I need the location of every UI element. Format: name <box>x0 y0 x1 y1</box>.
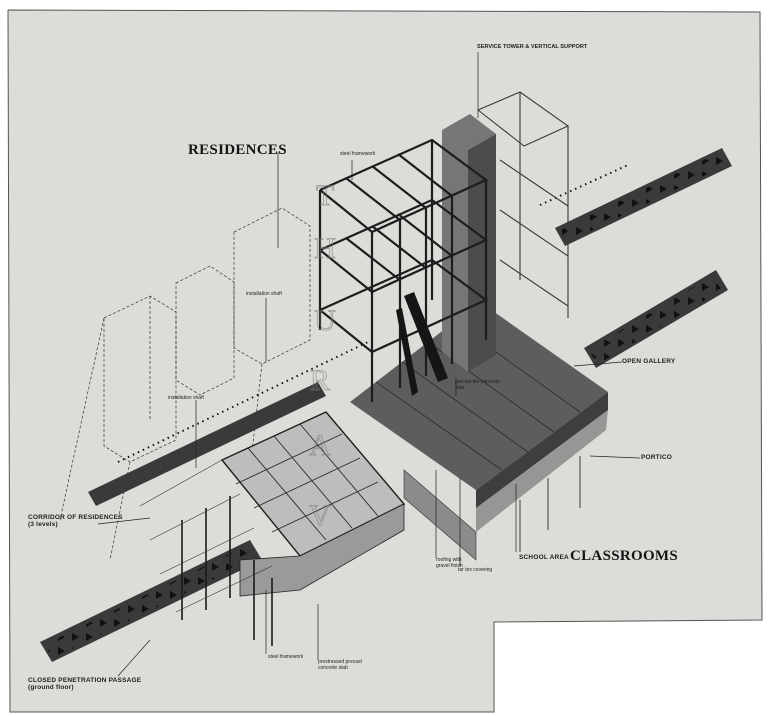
rear-framework <box>477 91 570 318</box>
label-portico: PORTICO <box>641 454 673 461</box>
label-installation-shaft-lower: installation shaft <box>168 395 204 401</box>
label-installation-shaft-upper: installation shaft <box>246 291 282 297</box>
label-classrooms: CLASSROOMS <box>570 548 679 564</box>
label-roofing: roofing with gravel finish <box>436 557 463 569</box>
leader-lines <box>97 52 641 677</box>
label-precast-tile: precast tile-concrete slab <box>455 379 501 391</box>
watermark-letter: R <box>310 364 330 397</box>
label-steel-framework-bottom: steel framework <box>268 654 304 660</box>
label-tar-covering: tar tex covering <box>458 567 493 573</box>
dotted-guides <box>117 164 629 463</box>
watermark-letter: A <box>309 429 331 462</box>
residence-ghost-blocks <box>59 207 311 561</box>
label-residences: RESIDENCES <box>188 142 287 158</box>
classroom-roof <box>350 302 608 561</box>
watermark-letter: U <box>314 304 336 337</box>
label-open-gallery: OPEN GALLERY <box>622 358 676 365</box>
watermark-letter: V <box>309 499 331 532</box>
watermark-letter: H <box>314 232 336 265</box>
label-service-tower: SERVICE TOWER & VERTICAL SUPPORT <box>477 44 588 50</box>
watermark-letter: T <box>316 179 334 212</box>
label-school-area: SCHOOL AREA <box>519 554 569 561</box>
steel-framework <box>318 138 489 402</box>
passage-strip-upper <box>88 148 732 506</box>
label-corridor-residences: CORRIDOR OF RESIDENCES (3 levels) <box>28 514 123 529</box>
label-steel-framework-top: steel framework <box>340 151 376 157</box>
precast-structure <box>139 411 406 646</box>
framework-shafts <box>396 292 448 396</box>
label-closed-passage: CLOSED PENETRATION PASSAGE (ground floor… <box>28 677 142 692</box>
paper-sheet <box>8 10 762 712</box>
label-prestressed-slab: prestressed precast concrete slab <box>318 659 362 671</box>
watermark-letters: T H U R A V <box>309 179 337 533</box>
sheet-edge <box>7 9 763 713</box>
